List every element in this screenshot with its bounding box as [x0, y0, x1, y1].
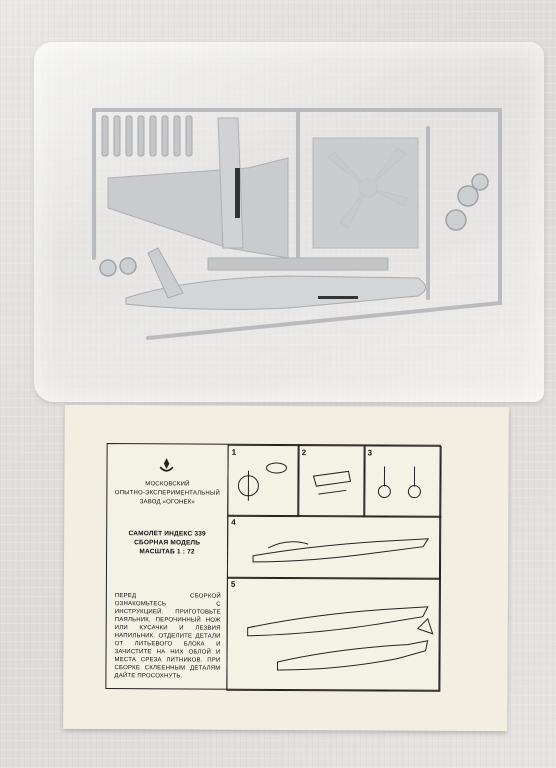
fuselage-diagram	[252, 538, 430, 563]
step-3-box: 3	[363, 445, 442, 518]
final-assembly-diagram	[247, 606, 434, 671]
assembly-instructions-text: ПЕРЕД СБОРКОЙ ОЗНАКОМЬТЕСЬ С ИНСТРУКЦИЕЙ…	[114, 593, 221, 680]
step-5-number: 5	[230, 579, 236, 589]
step-1-number: 1	[231, 447, 237, 457]
product-line-3: МАСШТАБ 1 : 72	[139, 548, 195, 556]
factory-logo-icon	[159, 458, 174, 472]
step-4-box: 4	[226, 514, 442, 580]
step-4-number: 4	[231, 517, 236, 527]
step-5-box: 5	[226, 576, 441, 692]
plastic-model-sprue	[92, 108, 502, 340]
step-1-box: 1	[227, 444, 300, 518]
product-line-1: САМОЛЕТ ИНДЕКС 339	[128, 530, 206, 538]
product-line-2: СБОРНАЯ МОДЕЛЬ	[134, 539, 201, 547]
engine-diagram	[312, 470, 352, 495]
instruction-frame: МОСКОВСКИЙ ОПЫТНО-ЭКСПЕРИМЕНТАЛЬНЫЙ ЗАВО…	[105, 443, 442, 692]
maker-line-1: МОСКОВСКИЙ	[145, 481, 190, 488]
step-2-number: 2	[301, 448, 307, 458]
title-column: МОСКОВСКИЙ ОПЫТНО-ЭКСПЕРИМЕНТАЛЬНЫЙ ЗАВО…	[106, 444, 229, 689]
step-2-box: 2	[297, 445, 366, 518]
assembly-diagrams: 1 2 3	[226, 444, 442, 692]
maker-line-3: ЗАВОД «ОГОНЕК»	[139, 499, 195, 506]
step-3-number: 3	[367, 448, 373, 458]
propeller-diagram	[237, 462, 288, 501]
instruction-sheet: МОСКОВСКИЙ ОПЫТНО-ЭКСПЕРИМЕНТАЛЬНЫЙ ЗАВО…	[63, 404, 509, 732]
maker-line-2: ОПЫТНО-ЭКСПЕРИМЕНТАЛЬНЫЙ	[114, 490, 221, 497]
landing-gear-diagram	[377, 466, 421, 499]
